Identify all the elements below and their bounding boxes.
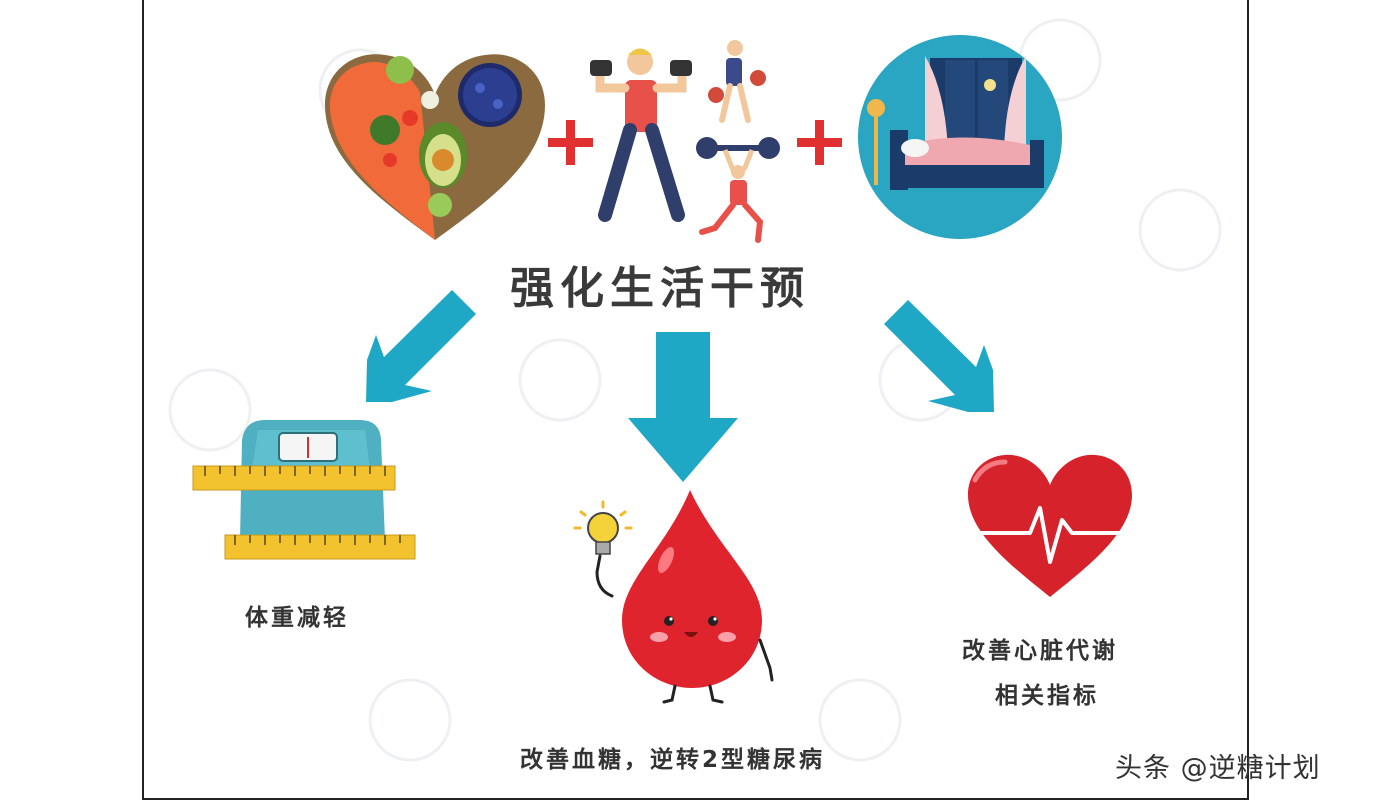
outcome-heart-label-line1: 改善心脏代谢	[962, 638, 1118, 664]
heart-pulse-icon	[968, 454, 1132, 597]
blood-drop-icon	[622, 490, 774, 704]
plus-sign-1	[548, 120, 593, 165]
scale-icon	[192, 420, 416, 560]
sleep-icon	[858, 35, 1062, 239]
arrow-down	[628, 332, 738, 482]
arrow-left	[366, 290, 476, 402]
outcome-weight-label: 体重减轻	[245, 605, 349, 631]
outcome-heart-label-line2: 相关指标	[995, 683, 1099, 709]
plus-sign-2	[797, 120, 842, 165]
source-watermark: 头条 @逆糖计划	[1115, 753, 1321, 784]
food-heart-icon	[325, 54, 545, 240]
outcome-blood-label: 改善血糖，逆转2型糖尿病	[520, 747, 826, 773]
lightbulb-icon	[573, 500, 633, 598]
exercise-icon	[590, 40, 780, 243]
arrow-right	[884, 300, 994, 412]
page-title: 强化生活干预	[510, 263, 810, 314]
